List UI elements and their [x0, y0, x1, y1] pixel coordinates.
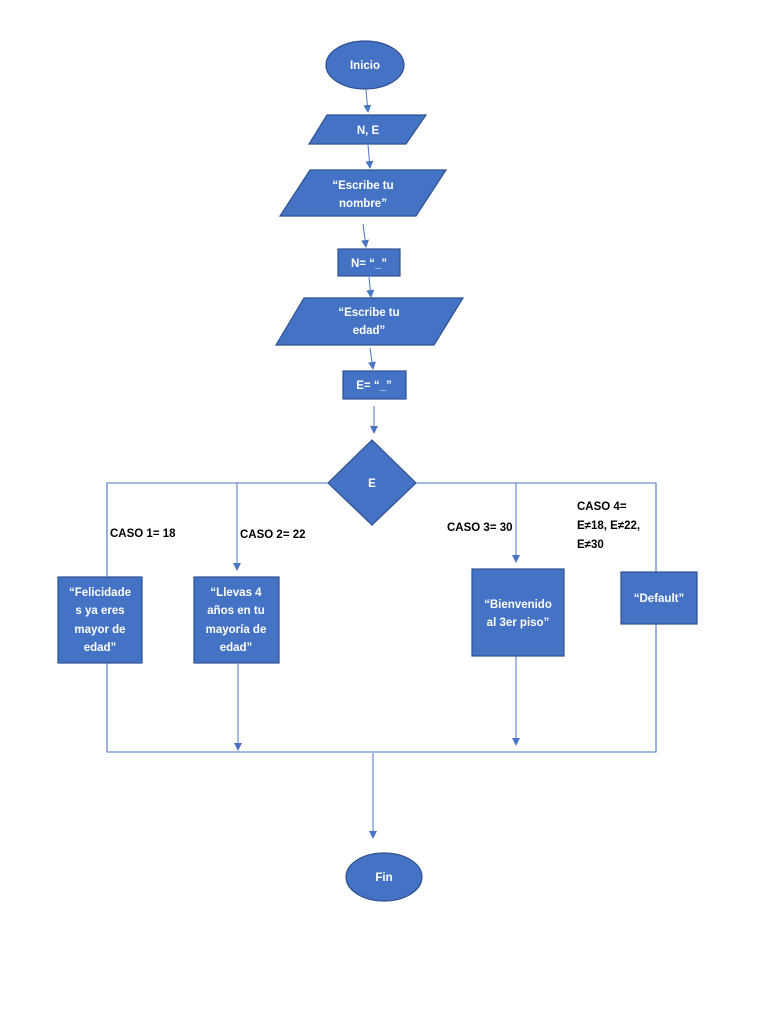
decision-label: E [368, 478, 376, 490]
prompt-age-node: “Escribe tu edad” [274, 297, 465, 346]
case4-output-box: “Default” [620, 571, 698, 625]
prompt-name-line-2: nombre” [339, 198, 387, 210]
start-label: Inicio [350, 60, 380, 72]
arrow-input-to-prompt-name [365, 144, 374, 169]
input-ne-label: N, E [357, 125, 380, 137]
case1-box-line-4: edad” [84, 642, 117, 654]
prompt-name-line-1: “Escribe tu [332, 180, 393, 192]
case2-box-line-4: edad” [220, 642, 253, 654]
arrow-prompt-age-to-assign-e [368, 347, 376, 370]
case2-box-line-3: mayoría de [206, 624, 267, 636]
assign-n-node: N= “_” [337, 248, 401, 277]
prompt-age-line-2: edad” [353, 325, 386, 337]
case2-box-line-2: años en tu [207, 605, 265, 617]
case2-box-line-1: “Llevas 4 [210, 587, 262, 599]
case1-label: CASO 1= 18 [110, 528, 176, 540]
case3-box-line-2: al 3er piso” [487, 617, 550, 629]
case1-output-box: “Felicidade s ya eres mayor de edad” [57, 576, 143, 664]
end-label: Fin [375, 872, 392, 884]
start-node: Inicio [325, 40, 405, 90]
end-node: Fin [345, 852, 423, 902]
case2-label: CASO 2= 22 [240, 529, 306, 541]
prompt-age-line-1: “Escribe tu [338, 307, 399, 319]
case1-box-line-1: “Felicidade [69, 587, 131, 599]
input-ne-node: N, E [307, 114, 428, 145]
case1-box-line-2: s ya eres [75, 605, 124, 617]
case2-output-box: “Llevas 4 años en tu mayoría de edad” [193, 576, 280, 664]
arrow-start-to-input [363, 89, 372, 113]
case3-label: CASO 3= 30 [447, 522, 513, 534]
case4-label-line-1: CASO 4= [577, 501, 627, 513]
assign-n-label: N= “_” [351, 258, 387, 270]
case1-box-line-3: mayor de [74, 624, 125, 636]
prompt-name-node: “Escribe tu nombre” [278, 169, 448, 217]
case3-box-line-1: “Bienvenido [484, 599, 552, 611]
case-frame [106, 482, 657, 753]
connectors [106, 89, 657, 839]
assign-e-label: E= “_” [356, 380, 391, 392]
assign-e-node: E= “_” [342, 370, 407, 400]
case3-output-box: “Bienvenido al 3er piso” [471, 568, 565, 657]
case4-box-label: “Default” [634, 593, 684, 605]
case4-label-line-3: E≠30 [577, 539, 604, 551]
arrow-prompt-name-to-assign-n [361, 223, 370, 248]
decision-node: E [327, 439, 417, 526]
case4-label-line-2: E≠18, E≠22, [577, 520, 640, 532]
arrow-assign-n-to-prompt-age [366, 276, 375, 298]
